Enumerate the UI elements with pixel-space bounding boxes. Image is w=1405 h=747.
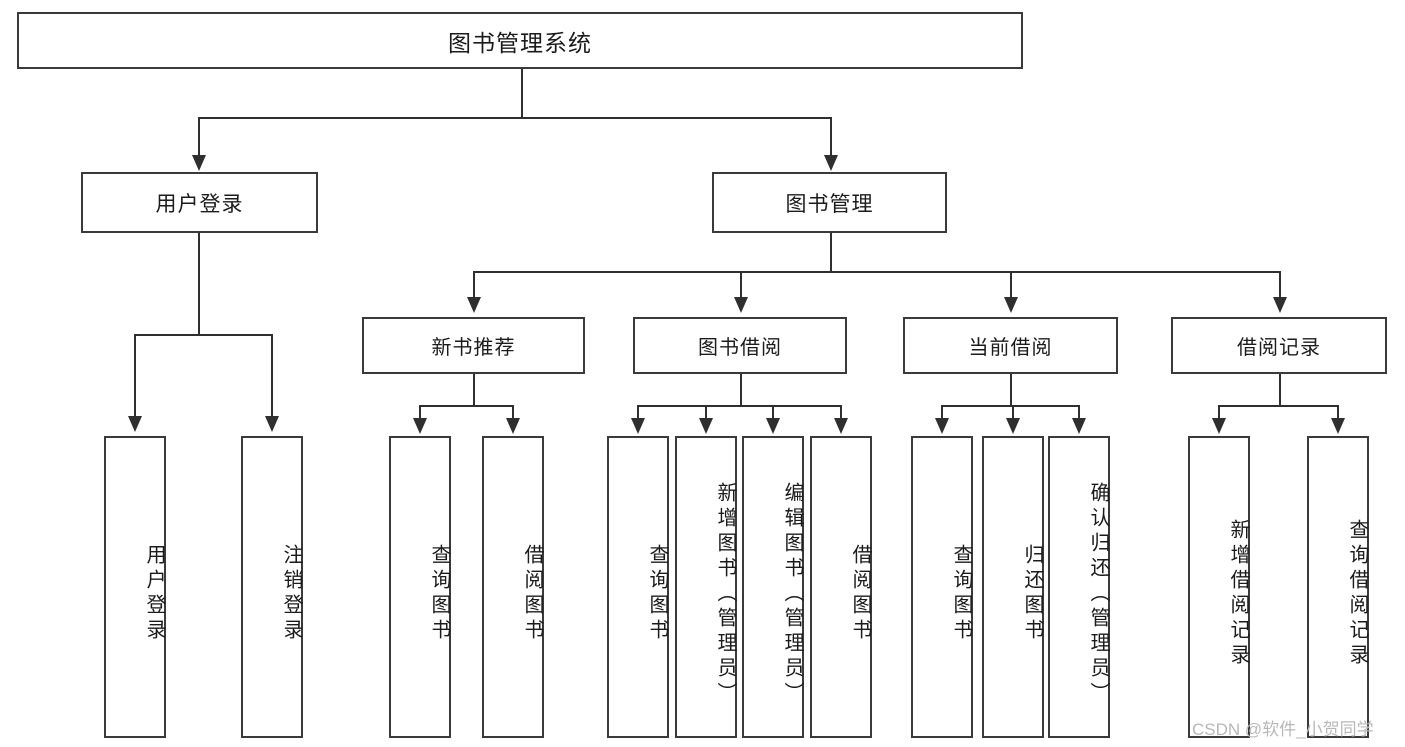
node-label: 当前借阅 bbox=[968, 337, 1053, 359]
connector-drop-leaf-logout bbox=[271, 334, 273, 418]
leaf-label: 借阅图书 bbox=[849, 544, 871, 644]
arrowhead-leaf-confirm-return-admin bbox=[1072, 418, 1086, 434]
node-label: 用户登录 bbox=[155, 192, 244, 216]
connector-book-management-bus bbox=[473, 271, 1279, 273]
connector-drop-leaf-add-borrow-record bbox=[1218, 405, 1220, 420]
leaf-edit-book-admin[interactable]: 编辑图书（管理员） bbox=[742, 436, 804, 738]
node-borrow-record[interactable]: 借阅记录 bbox=[1171, 317, 1387, 374]
leaf-label: 用户登录 bbox=[143, 544, 165, 644]
leaf-label: 新增借阅记录 bbox=[1227, 519, 1249, 669]
connector-drop-leaf-query-book-recommend bbox=[419, 405, 421, 420]
connector-drop-borrow-record bbox=[1279, 271, 1281, 298]
leaf-return-book[interactable]: 归还图书 bbox=[982, 436, 1044, 738]
node-label: 图书管理 bbox=[785, 192, 874, 216]
connector-root-stem bbox=[521, 69, 523, 118]
leaf-label: 查询图书 bbox=[950, 544, 972, 644]
connector-new-book-bus bbox=[419, 405, 513, 407]
arrowhead-leaf-logout bbox=[265, 416, 279, 432]
connector-drop-current-borrow bbox=[1010, 271, 1012, 298]
arrowhead-leaf-query-book-recommend bbox=[413, 418, 427, 434]
arrowhead-current-borrow bbox=[1004, 297, 1018, 313]
leaf-query-book-borrow[interactable]: 查询图书 bbox=[607, 436, 669, 738]
connector-drop-book-management bbox=[830, 117, 832, 157]
arrowhead-leaf-edit-book-admin bbox=[766, 418, 780, 434]
connector-borrow-record-stem bbox=[1279, 374, 1281, 406]
leaf-confirm-return-admin[interactable]: 确认归还（管理员） bbox=[1048, 436, 1110, 738]
connector-book-borrow-stem bbox=[740, 374, 742, 406]
arrowhead-book-management bbox=[824, 155, 838, 171]
connector-user-login-bus bbox=[134, 334, 271, 336]
node-book-management[interactable]: 图书管理 bbox=[712, 172, 947, 233]
connector-drop-leaf-query-book-borrow bbox=[637, 405, 639, 420]
leaf-user-login[interactable]: 用户登录 bbox=[104, 436, 166, 738]
arrowhead-leaf-query-book-current bbox=[935, 418, 949, 434]
node-label: 借阅记录 bbox=[1237, 337, 1321, 359]
leaf-label: 确认归还（管理员） bbox=[1087, 481, 1109, 707]
leaf-label: 查询图书 bbox=[428, 544, 450, 644]
connector-drop-leaf-query-book-current bbox=[941, 405, 943, 420]
node-new-book-recommend[interactable]: 新书推荐 bbox=[362, 317, 585, 374]
arrowhead-leaf-borrow-book bbox=[834, 418, 848, 434]
arrowhead-leaf-add-borrow-record bbox=[1212, 418, 1226, 434]
node-root[interactable]: 图书管理系统 bbox=[17, 12, 1023, 69]
connector-new-book-stem bbox=[473, 374, 475, 406]
connector-book-borrow-bus bbox=[637, 405, 841, 407]
connector-drop-leaf-return-book bbox=[1012, 405, 1014, 420]
arrowhead-leaf-add-book-admin bbox=[699, 418, 713, 434]
arrowhead-borrow-record bbox=[1273, 297, 1287, 313]
arrowhead-book-borrow bbox=[734, 297, 748, 313]
connector-root-bus bbox=[198, 117, 832, 119]
connector-drop-leaf-add-book-admin bbox=[705, 405, 707, 420]
leaf-label: 注销登录 bbox=[280, 544, 302, 644]
arrowhead-leaf-user-login bbox=[128, 416, 142, 432]
arrowhead-new-book bbox=[467, 297, 481, 313]
leaf-label: 借阅图书 bbox=[521, 544, 543, 644]
arrowhead-leaf-return-book bbox=[1006, 418, 1020, 434]
leaf-label: 查询借阅记录 bbox=[1346, 519, 1368, 669]
connector-drop-leaf-user-login bbox=[134, 334, 136, 418]
node-current-borrow[interactable]: 当前借阅 bbox=[903, 317, 1118, 374]
arrowhead-user-login bbox=[192, 155, 206, 171]
connector-drop-user-login bbox=[198, 117, 200, 157]
connector-current-borrow-bus bbox=[941, 405, 1079, 407]
connector-drop-leaf-borrow-book bbox=[840, 405, 842, 420]
leaf-add-borrow-record[interactable]: 新增借阅记录 bbox=[1188, 436, 1250, 738]
connector-current-borrow-stem bbox=[1010, 374, 1012, 406]
connector-book-management-stem bbox=[830, 233, 832, 272]
connector-drop-leaf-confirm-return-admin bbox=[1078, 405, 1080, 420]
connector-borrow-record-bus bbox=[1218, 405, 1338, 407]
node-label: 图书借阅 bbox=[698, 337, 782, 359]
connector-drop-new-book bbox=[473, 271, 475, 298]
arrowhead-leaf-borrow-book-recommend bbox=[506, 418, 520, 434]
connector-drop-leaf-edit-book-admin bbox=[772, 405, 774, 420]
leaf-query-borrow-record[interactable]: 查询借阅记录 bbox=[1307, 436, 1369, 738]
arrowhead-leaf-query-book-borrow bbox=[631, 418, 645, 434]
connector-drop-leaf-query-borrow-record bbox=[1337, 405, 1339, 420]
leaf-borrow-book[interactable]: 借阅图书 bbox=[810, 436, 872, 738]
leaf-logout[interactable]: 注销登录 bbox=[241, 436, 303, 738]
leaf-label: 编辑图书（管理员） bbox=[781, 481, 803, 707]
node-label: 新书推荐 bbox=[431, 337, 516, 359]
leaf-query-book-recommend[interactable]: 查询图书 bbox=[389, 436, 451, 738]
node-book-borrow[interactable]: 图书借阅 bbox=[633, 317, 847, 374]
node-user-login[interactable]: 用户登录 bbox=[81, 172, 318, 233]
connector-drop-leaf-borrow-book-recommend bbox=[512, 405, 514, 420]
leaf-borrow-book-recommend[interactable]: 借阅图书 bbox=[482, 436, 544, 738]
connector-user-login-stem bbox=[198, 233, 200, 335]
connector-drop-book-borrow bbox=[740, 271, 742, 298]
csdn-watermark: CSDN @软件_小贺同学 bbox=[1192, 720, 1374, 739]
leaf-label: 新增图书（管理员） bbox=[714, 481, 736, 707]
leaf-add-book-admin[interactable]: 新增图书（管理员） bbox=[675, 436, 737, 738]
node-label: 图书管理系统 bbox=[448, 29, 592, 56]
leaf-label: 归还图书 bbox=[1021, 544, 1043, 644]
leaf-query-book-current[interactable]: 查询图书 bbox=[911, 436, 973, 738]
leaf-label: 查询图书 bbox=[646, 544, 668, 644]
arrowhead-leaf-query-borrow-record bbox=[1331, 418, 1345, 434]
